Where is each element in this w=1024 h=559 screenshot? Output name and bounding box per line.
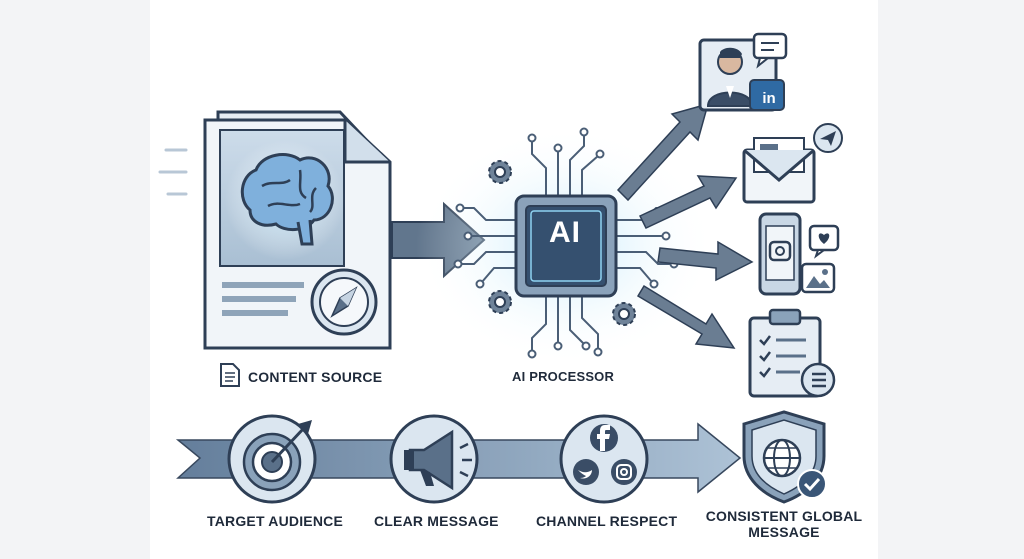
check-badge-icon xyxy=(797,469,827,499)
instagram-icon xyxy=(611,459,637,485)
output-arrow xyxy=(636,284,736,349)
consistent-global-message-label: CONSISTENT GLOBAL MESSAGE xyxy=(705,508,863,540)
brain-icon xyxy=(240,153,334,246)
linkedin-logo-text: in xyxy=(762,90,776,107)
gear-icon xyxy=(488,290,512,314)
output-arrow xyxy=(638,175,738,229)
target-icon xyxy=(242,420,312,492)
twitter-icon xyxy=(573,459,599,485)
left-margin xyxy=(0,0,150,559)
ai-processor-label: AI PROCESSOR xyxy=(512,369,615,384)
document-icon xyxy=(220,363,240,387)
gear-icon xyxy=(612,302,636,326)
content-source-label: CONTENT SOURCE xyxy=(248,369,383,385)
gear-icon xyxy=(488,160,512,184)
channel-respect-label: CHANNEL RESPECT xyxy=(536,513,678,529)
linkedin-profile-icon xyxy=(698,32,788,112)
megaphone-icon xyxy=(404,429,472,491)
right-margin xyxy=(878,0,1024,559)
target-audience-label: TARGET AUDIENCE xyxy=(207,513,343,529)
mobile-instagram-icon xyxy=(758,212,840,296)
consistent-global-badge xyxy=(742,410,827,504)
output-arrow xyxy=(657,240,754,282)
target-audience-badge xyxy=(227,414,317,504)
channel-respect-badge xyxy=(559,414,649,504)
ai-chip-label: AI xyxy=(549,216,581,249)
output-arrow xyxy=(616,102,710,202)
clear-message-badge xyxy=(389,414,479,504)
clear-message-label: CLEAR MESSAGE xyxy=(374,513,499,529)
facebook-icon xyxy=(590,424,618,452)
content-source-document xyxy=(158,110,392,350)
compass-icon xyxy=(310,268,378,336)
clipboard-checklist-icon xyxy=(748,308,836,398)
email-envelope-icon xyxy=(742,123,843,204)
